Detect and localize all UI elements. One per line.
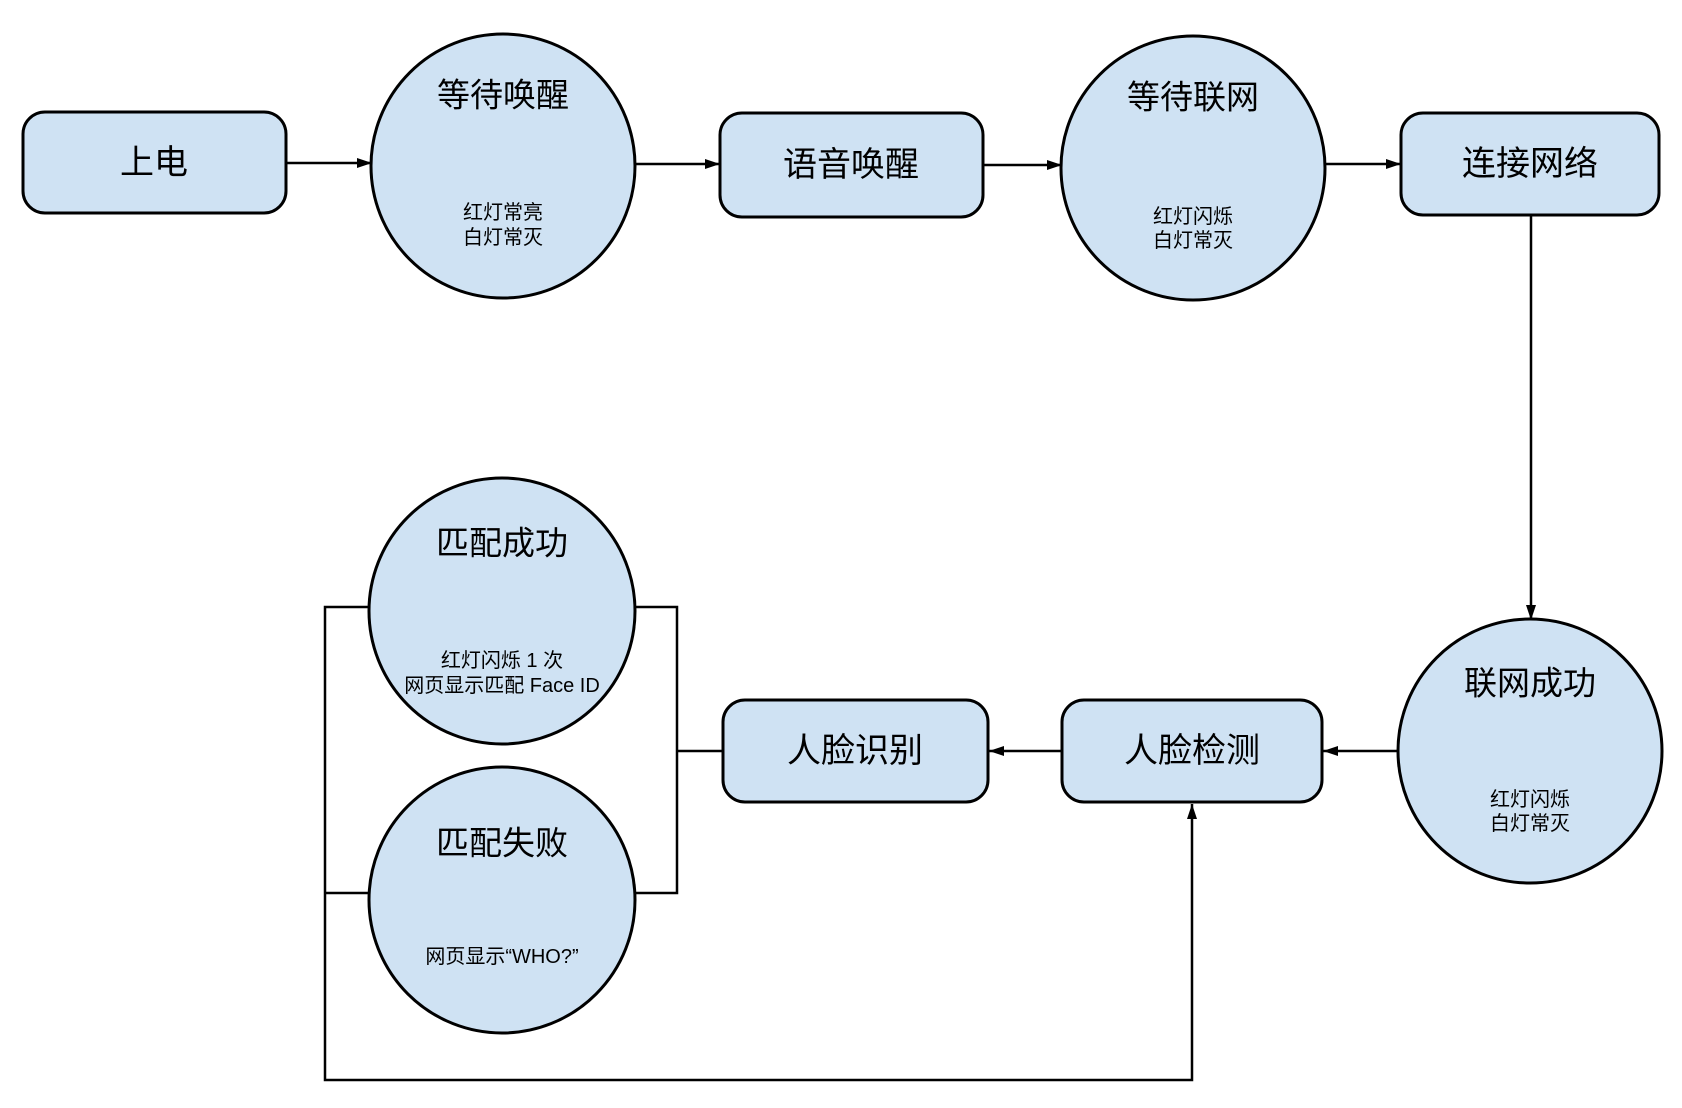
network-success-status-line-1: 红灯闪烁 <box>1490 788 1570 811</box>
voice-wake-label: 语音唤醒 <box>783 146 919 184</box>
wait-wake-title: 等待唤醒 <box>437 77 569 114</box>
wait-network-status-line-1: 红灯闪烁 <box>1153 205 1233 228</box>
node-connect-network: 连接网络 <box>1399 111 1661 217</box>
match-fail-circle <box>367 765 637 1035</box>
node-match-fail: 匹配失败 网页显示“WHO?” <box>367 765 637 1035</box>
node-power-on: 上电 <box>21 110 288 215</box>
node-voice-wake: 语音唤醒 <box>718 111 985 219</box>
match-success-status-line-2: 网页显示匹配 Face ID <box>404 675 600 697</box>
match-success-title: 匹配成功 <box>436 525 568 562</box>
node-network-success: 联网成功 红灯闪烁 白灯常灭 <box>1396 617 1664 885</box>
network-success-title: 联网成功 <box>1464 665 1596 702</box>
power-on-label: 上电 <box>120 144 188 182</box>
wait-network-status-line-2: 白灯常灭 <box>1153 229 1233 252</box>
node-match-success: 匹配成功 红灯闪烁 1 次 网页显示匹配 Face ID <box>367 476 637 746</box>
match-success-circle <box>367 476 637 746</box>
face-detect-label: 人脸检测 <box>1124 732 1260 770</box>
edge-branch-bracket-right <box>634 605 679 895</box>
match-fail-title: 匹配失败 <box>436 825 568 862</box>
node-wait-wake: 等待唤醒 红灯常亮 白灯常灭 <box>369 32 637 300</box>
connect-network-label: 连接网络 <box>1462 145 1598 183</box>
node-face-detect: 人脸检测 <box>1060 698 1324 804</box>
match-success-status-line-1: 红灯闪烁 1 次 <box>441 649 563 672</box>
node-wait-network: 等待联网 红灯闪烁 白灯常灭 <box>1059 34 1327 302</box>
wait-wake-status-line-1: 红灯常亮 <box>463 201 543 224</box>
wait-wake-status-line-2: 白灯常灭 <box>463 226 543 249</box>
wait-wake-circle <box>369 32 637 300</box>
network-success-circle <box>1396 617 1664 885</box>
node-face-recognize: 人脸识别 <box>721 698 990 804</box>
face-recognize-label: 人脸识别 <box>787 732 923 770</box>
match-fail-status-line-1: 网页显示“WHO?” <box>425 946 578 968</box>
wait-network-circle <box>1059 34 1327 302</box>
nodes-layer: 上电 等待唤醒 红灯常亮 白灯常灭 语音唤醒 等待联网 红灯闪烁 白灯常灭 连接… <box>21 32 1664 1035</box>
wait-network-title: 等待联网 <box>1127 79 1259 116</box>
network-success-status-line-2: 白灯常灭 <box>1490 812 1570 835</box>
edges-layer <box>286 158 1536 1082</box>
edge-loop-back-to-face-detect <box>323 605 1197 1082</box>
